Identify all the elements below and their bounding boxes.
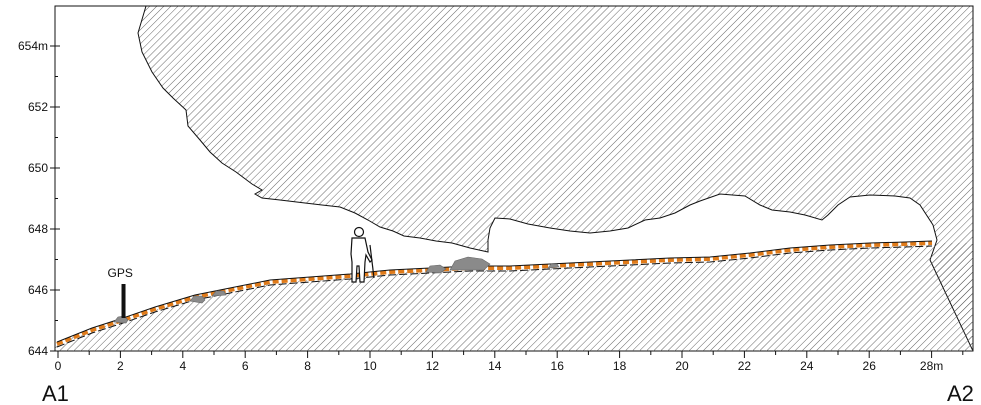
endpoint-a2-label: A2 xyxy=(947,381,974,405)
x-tick-label: 20 xyxy=(675,359,689,373)
x-tick-label: 0 xyxy=(55,359,62,373)
figure-head xyxy=(353,226,365,238)
x-tick-label: 16 xyxy=(551,359,565,373)
x-tick-label: 18 xyxy=(613,359,627,373)
x-tick-label: 14 xyxy=(488,359,502,373)
floor-bedrock-mass xyxy=(55,243,973,351)
floor-sediment-layer xyxy=(56,241,933,346)
y-tick-label: 652 xyxy=(28,100,48,114)
boulder xyxy=(189,295,206,304)
x-tick-label: 22 xyxy=(738,359,752,373)
boulders xyxy=(113,256,560,324)
x-tick-label: 10 xyxy=(363,359,377,373)
y-axis: 654m 652 650 648 646 644 xyxy=(18,39,60,358)
human-scale-figure xyxy=(350,226,375,283)
y-tick-label: 648 xyxy=(28,222,48,236)
x-tick-label: 26 xyxy=(863,359,877,373)
x-tick-label: 8 xyxy=(304,359,311,373)
gps-label: GPS xyxy=(108,266,133,280)
ceiling-rock-mass xyxy=(137,6,973,351)
y-tick-label: 650 xyxy=(28,161,48,175)
y-tick-label: 654m xyxy=(18,39,48,53)
sediment-base-line xyxy=(56,245,933,348)
x-tick-label: 28m xyxy=(920,359,943,373)
y-tick-label: 646 xyxy=(28,283,48,297)
x-tick-label: 4 xyxy=(179,359,186,373)
boulder xyxy=(547,263,560,269)
x-tick-label: 2 xyxy=(117,359,124,373)
figure-stick xyxy=(369,244,375,279)
endpoint-a1-label: A1 xyxy=(42,381,69,405)
x-tick-label: 6 xyxy=(242,359,249,373)
y-tick-label: 644 xyxy=(28,344,48,358)
gps-marker xyxy=(121,284,126,318)
x-tick-label: 24 xyxy=(800,359,814,373)
boulder xyxy=(449,256,491,271)
x-tick-label: 12 xyxy=(426,359,440,373)
figure-body xyxy=(350,237,373,283)
boulder xyxy=(211,290,227,297)
boulder xyxy=(425,264,447,274)
